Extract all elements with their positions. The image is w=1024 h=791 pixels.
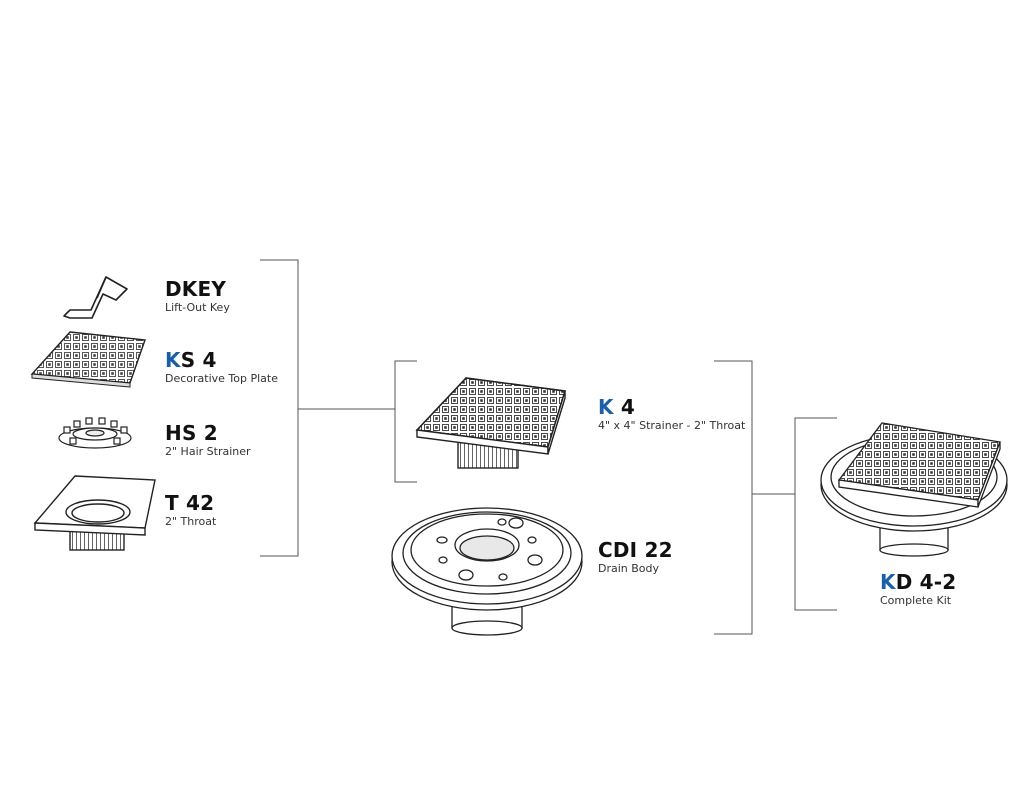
- part-kd42: KD 4-2 Complete Kit: [880, 572, 956, 606]
- code-rest: 4: [613, 395, 635, 419]
- bracket-group-middle: [714, 360, 837, 635]
- t42-illustration: [33, 475, 156, 551]
- part-ks4: KS 4 Decorative Top Plate: [165, 350, 278, 384]
- part-description: Lift-Out Key: [165, 301, 230, 314]
- part-hs2: HS 2 2" Hair Strainer: [165, 423, 251, 457]
- ks4-illustration: [30, 331, 146, 388]
- code-accent: K: [598, 395, 614, 419]
- part-k4: K 4 4" x 4" Strainer - 2" Throat: [598, 397, 745, 431]
- part-code: K 4: [598, 397, 745, 417]
- part-code: T 42: [165, 491, 215, 515]
- code-accent: K: [165, 348, 181, 372]
- code-accent: K: [880, 570, 896, 594]
- part-cdi22: CDI 22 Drain Body: [598, 540, 673, 574]
- part-description: 2" Hair Strainer: [165, 445, 251, 458]
- cdi22-illustration: [391, 507, 583, 636]
- part-code: KD 4-2: [880, 572, 956, 592]
- bracket-group-k4: [394, 360, 417, 483]
- code-rest: S 4: [180, 348, 217, 372]
- dkey-illustration: [63, 276, 128, 319]
- part-description: Complete Kit: [880, 594, 952, 607]
- hs2-illustration: [58, 417, 132, 449]
- code-rest: D 4-2: [895, 570, 957, 594]
- part-description: Drain Body: [598, 562, 660, 575]
- kd42-illustration: [820, 422, 1008, 557]
- part-code: HS 2: [165, 421, 218, 445]
- part-description: 4" x 4" Strainer - 2" Throat: [598, 419, 746, 432]
- bracket-group-left: [260, 259, 395, 557]
- part-code: KS 4: [165, 350, 278, 370]
- part-dkey: DKEY Lift-Out Key: [165, 279, 230, 313]
- part-code: DKEY: [165, 277, 227, 301]
- part-description: Decorative Top Plate: [165, 372, 278, 385]
- part-description: 2" Throat: [165, 515, 217, 528]
- part-t42: T 42 2" Throat: [165, 493, 216, 527]
- k4-illustration: [415, 377, 566, 469]
- part-code: CDI 22: [598, 538, 673, 562]
